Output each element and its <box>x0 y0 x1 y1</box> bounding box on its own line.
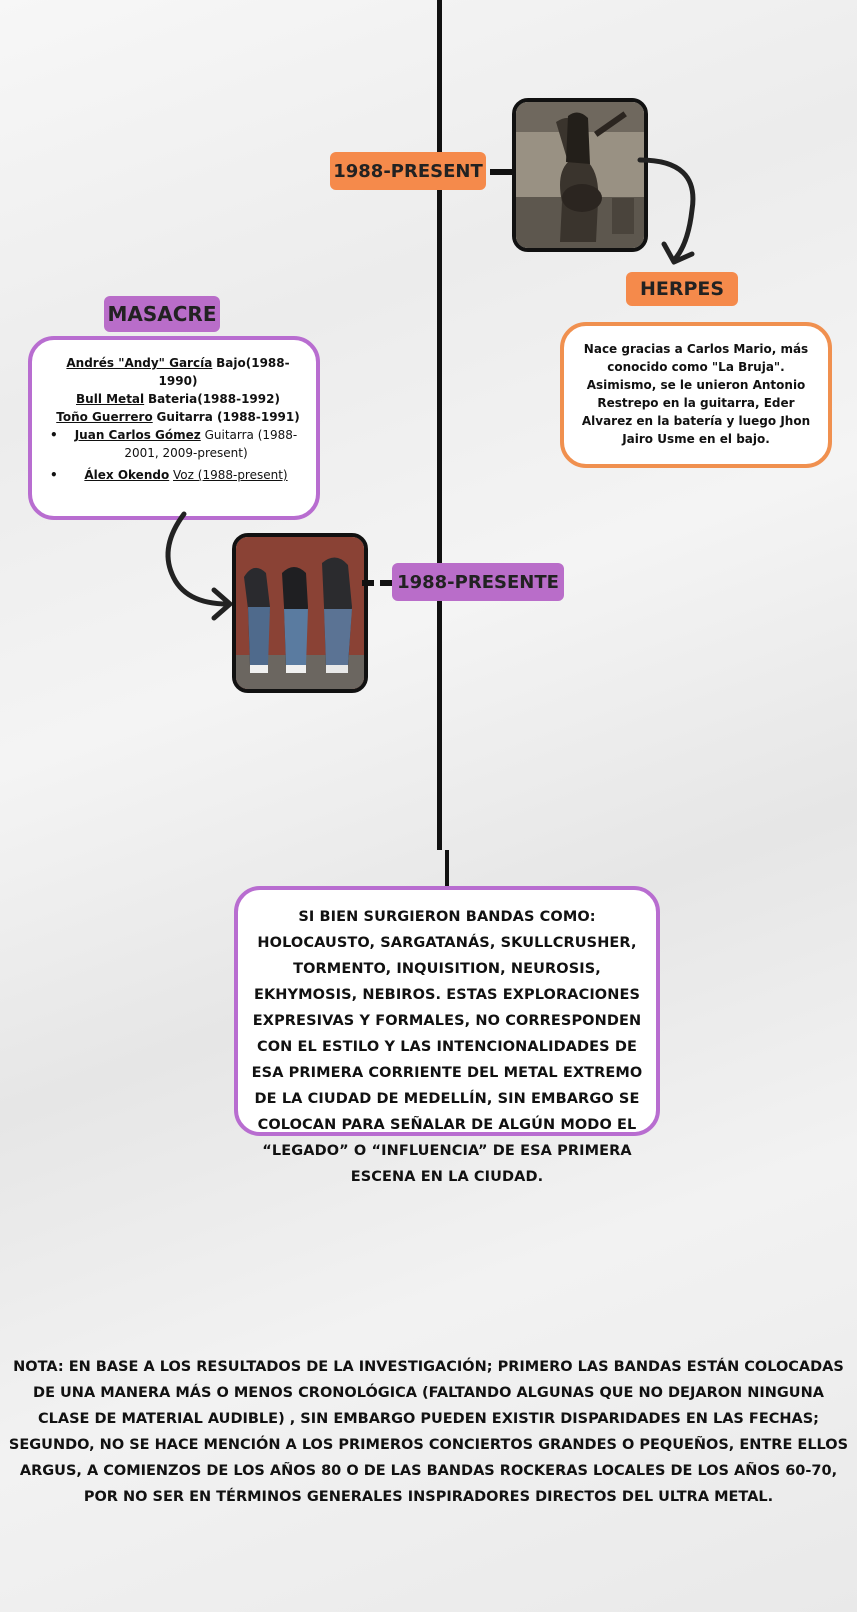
member-role: Voz (1988-present) <box>173 468 288 482</box>
member-row: • Juan Carlos Gómez Guitarra (1988-2001,… <box>50 426 306 462</box>
scene-note-text: SI BIEN SURGIERON BANDAS COMO: HOLOCAUST… <box>251 909 643 1185</box>
bullet-icon: • <box>50 428 58 442</box>
masacre-band-name: MASACRE <box>104 296 220 332</box>
member-role: Guitarra (1988-2001, 2009-present) <box>124 428 298 460</box>
member-name: Bull Metal <box>76 392 145 406</box>
herpes-description: Nace gracias a Carlos Mario, más conocid… <box>581 342 811 446</box>
member-row: Andrés "Andy" García Bajo(1988-1990) <box>50 354 306 390</box>
herpes-description-card: Nace gracias a Carlos Mario, más conocid… <box>560 322 832 468</box>
member-name: Andrés "Andy" García <box>66 356 213 370</box>
masacre-members-card: Andrés "Andy" García Bajo(1988-1990) Bul… <box>28 336 320 520</box>
masacre-photo <box>232 533 368 693</box>
member-row: • Álex Okendo Voz (1988-present) <box>50 466 306 484</box>
member-role: Bajo(1988-1990) <box>158 356 290 388</box>
scene-note-card: SI BIEN SURGIERON BANDAS COMO: HOLOCAUST… <box>234 886 660 1185</box>
masacre-members-list: Andrés "Andy" García Bajo(1988-1990) Bul… <box>32 340 316 484</box>
footnote-text: NOTA: EN BASE A LOS RESULTADOS DE LA INV… <box>8 1359 849 1505</box>
masacre-date-label: 1988-PRESENTE <box>392 563 564 601</box>
curved-arrow-icon <box>165 511 233 621</box>
bullet-icon: • <box>50 468 58 482</box>
herpes-date-label: 1988-PRESENT <box>330 152 486 190</box>
member-row: Toño Guerrero Guitarra (1988-1991) <box>50 408 306 426</box>
herpes-photo <box>512 98 648 252</box>
member-row: Bull Metal Bateria(1988-1992) <box>50 390 306 408</box>
member-role: Guitarra (1988-1991) <box>156 410 300 424</box>
member-role: Bateria(1988-1992) <box>147 392 280 406</box>
curved-arrow-icon <box>637 157 696 265</box>
member-name: Álex Okendo <box>84 468 170 482</box>
member-name: Toño Guerrero <box>56 410 153 424</box>
timeline-line <box>437 0 442 850</box>
herpes-band-name: HERPES <box>626 272 738 306</box>
herpes-connector <box>490 169 514 175</box>
masacre-connector <box>362 580 392 586</box>
member-name: Juan Carlos Gómez <box>74 428 201 442</box>
